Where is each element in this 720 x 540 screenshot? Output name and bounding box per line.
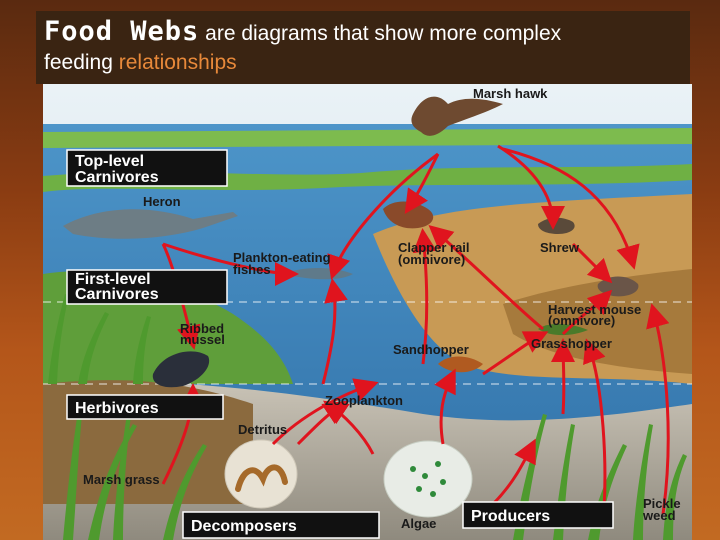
food-web-illustration: Top-level Carnivores First-level Carnivo… xyxy=(43,84,692,540)
subtitle-plain: feeding xyxy=(44,51,119,74)
label-pickle-weed-2: weed xyxy=(642,508,676,523)
title-rest: are diagrams that show more complex xyxy=(199,22,561,45)
label-heron: Heron xyxy=(143,194,181,209)
slide-title-box: Food Webs are diagrams that show more co… xyxy=(36,11,690,84)
subtitle-accent: relationships xyxy=(119,51,237,74)
algae-circle xyxy=(384,441,472,517)
label-detritus: Detritus xyxy=(238,422,287,437)
slide-subtitle: feeding relationships xyxy=(44,49,682,77)
food-web-diagram: Top-level Carnivores First-level Carnivo… xyxy=(43,84,692,540)
category-producers: Producers xyxy=(463,502,613,528)
label-plankton-fishes-2: fishes xyxy=(233,262,271,277)
label-clapper-rail-role: (omnivore) xyxy=(398,252,465,267)
slide-title: Food Webs are diagrams that show more co… xyxy=(44,17,682,49)
category-label: Top-level xyxy=(75,153,144,170)
category-label: Carnivores xyxy=(75,286,159,303)
category-label: Decomposers xyxy=(191,518,297,535)
category-label: Producers xyxy=(471,508,550,525)
category-herbivores: Herbivores xyxy=(67,395,223,419)
label-sandhopper: Sandhopper xyxy=(393,342,469,357)
category-label: Herbivores xyxy=(75,400,159,417)
category-top-level-carnivores: Top-level Carnivores xyxy=(67,150,227,186)
label-marsh-hawk: Marsh hawk xyxy=(473,86,548,101)
arrow xyxy=(563,344,564,414)
label-harvest-mouse-role: (omnivore) xyxy=(548,313,615,328)
label-shrew: Shrew xyxy=(540,240,580,255)
label-algae: Algae xyxy=(401,516,436,531)
label-grasshopper: Grasshopper xyxy=(531,336,612,351)
label-zooplankton: Zooplankton xyxy=(325,393,403,408)
category-decomposers: Decomposers xyxy=(183,512,379,538)
title-keyword: Food Webs xyxy=(44,16,199,47)
category-first-level-carnivores: First-level Carnivores xyxy=(67,270,227,304)
category-label: Carnivores xyxy=(75,169,159,186)
label-ribbed-mussel-2: mussel xyxy=(180,332,225,347)
label-marsh-grass: Marsh grass xyxy=(83,472,160,487)
